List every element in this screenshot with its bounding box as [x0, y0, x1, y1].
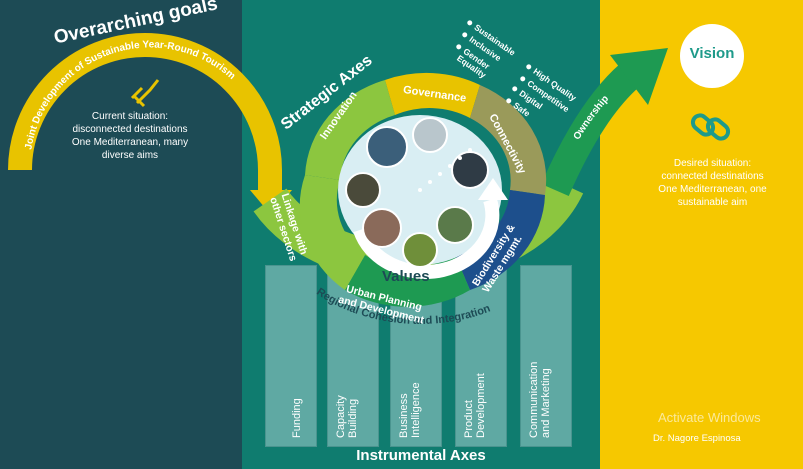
bullet-dot: [511, 85, 519, 93]
segment-governance: [385, 72, 480, 118]
segment-linkage: [299, 175, 365, 290]
photo-7: [436, 206, 474, 244]
author-credit: Dr. Nagore Espinosa: [653, 433, 741, 444]
photo-6: [402, 232, 438, 268]
photo-2: [412, 117, 448, 153]
segment-biodiversity: [455, 190, 545, 290]
ownership-arrowhead: [610, 48, 668, 105]
dot-trail: [418, 148, 472, 192]
photo-5: [362, 208, 402, 248]
windows-watermark: Activate Windows: [658, 410, 761, 425]
current-situation: Current situation: disconnected destinat…: [55, 110, 205, 162]
left-panel: [0, 0, 242, 469]
bullet-dot: [525, 63, 533, 71]
current-situation-line-4: diverse aims: [101, 150, 159, 161]
photo-3: [451, 151, 489, 189]
pillar-funding: Funding: [265, 265, 317, 447]
desired-situation-line-3: One Mediterranean, one: [658, 184, 767, 195]
segment-connectivity: [470, 85, 547, 195]
values-arrowhead: [478, 178, 508, 200]
bullet-dot: [455, 43, 463, 51]
vision-circle: [680, 24, 744, 88]
photo-4: [345, 172, 381, 208]
desired-situation-line-2: connected destinations: [661, 171, 764, 182]
current-situation-line-1: Current situation:: [91, 111, 169, 122]
bullet-dot: [461, 31, 469, 39]
ownership-arrow: [541, 63, 641, 197]
bullet-dot: [505, 97, 513, 105]
plug-icon: [130, 79, 160, 108]
vision-label: Vision: [689, 45, 735, 62]
desired-situation-line-1: Desired situation:: [673, 158, 752, 169]
instrumental-axes-title: Instrumental Axes: [356, 447, 486, 464]
current-situation-line-3: One Mediterranean, many: [71, 137, 189, 148]
bullet-dot: [466, 19, 474, 27]
bullet-dot: [519, 75, 527, 83]
values-label: Values: [382, 268, 430, 285]
overarching-arc: [8, 33, 282, 190]
desired-situation: Desired situation: connected destination…: [620, 157, 803, 209]
photo-1: [366, 126, 408, 168]
values-arc: [353, 197, 500, 280]
segment-innovation: [305, 80, 395, 180]
desired-situation-line-4: sustainable aim: [677, 197, 748, 208]
link-icon: [690, 113, 731, 141]
current-situation-line-2: disconnected destinations: [72, 124, 188, 135]
